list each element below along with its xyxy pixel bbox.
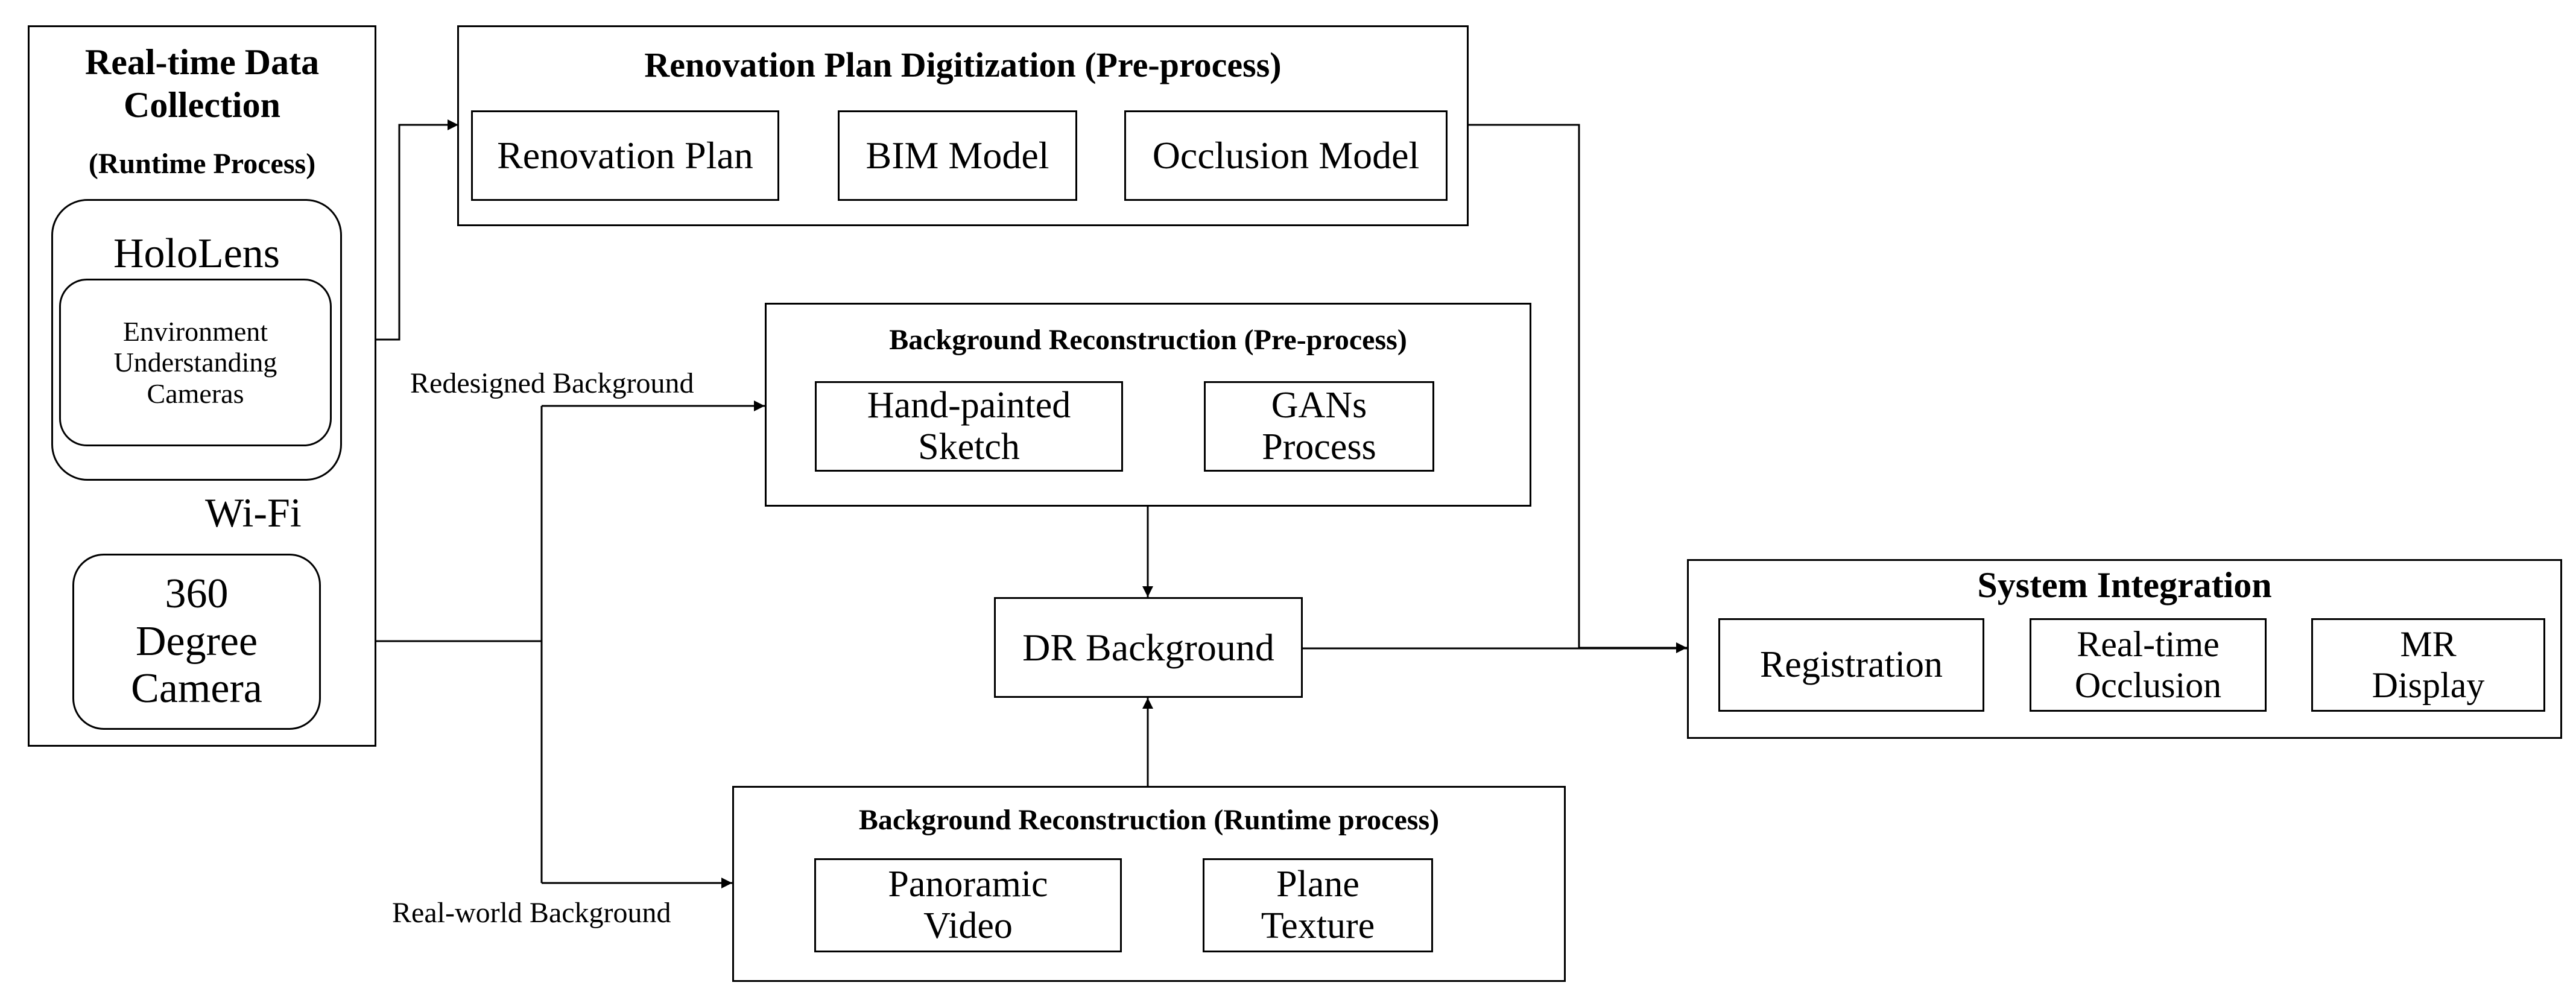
mr-display-box: MR Display (2311, 618, 2545, 712)
realtime-occlusion-box: Real-time Occlusion (2030, 618, 2267, 712)
hand-painted-sketch-box: Hand-painted Sketch (815, 381, 1123, 472)
plan-digitization-title: Renovation Plan Digitization (Pre-proces… (644, 45, 1282, 84)
hololens-label: HoloLens (113, 230, 280, 277)
wifi-label: Wi-Fi (205, 490, 302, 536)
environment-understanding-cameras: Environment Understanding Cameras (59, 279, 332, 446)
bim-model-box: BIM Model (838, 110, 1077, 201)
gans-process-box: GANs Process (1204, 381, 1434, 472)
occlusion-model-box: Occlusion Model (1124, 110, 1448, 201)
real-world-background-label: Real-world Background (392, 897, 671, 929)
bg-preprocess-title: Background Reconstruction (Pre-process) (889, 324, 1407, 356)
redesigned-background-label: Redesigned Background (410, 367, 694, 399)
registration-box: Registration (1718, 618, 1984, 712)
plane-texture-box: Plane Texture (1203, 858, 1433, 952)
data-collection-subtitle: (Runtime Process) (88, 148, 316, 180)
bg-runtime-title: Background Reconstruction (Runtime proce… (858, 804, 1440, 836)
dr-background-box: DR Background (994, 597, 1303, 698)
panoramic-video-box: Panoramic Video (814, 858, 1122, 952)
renovation-plan-box: Renovation Plan (471, 110, 779, 201)
data-collection-title: Real-time Data Collection (84, 42, 320, 125)
system-integration-title: System Integration (1977, 565, 2272, 605)
camera-360-box: 360 Degree Camera (72, 554, 321, 730)
